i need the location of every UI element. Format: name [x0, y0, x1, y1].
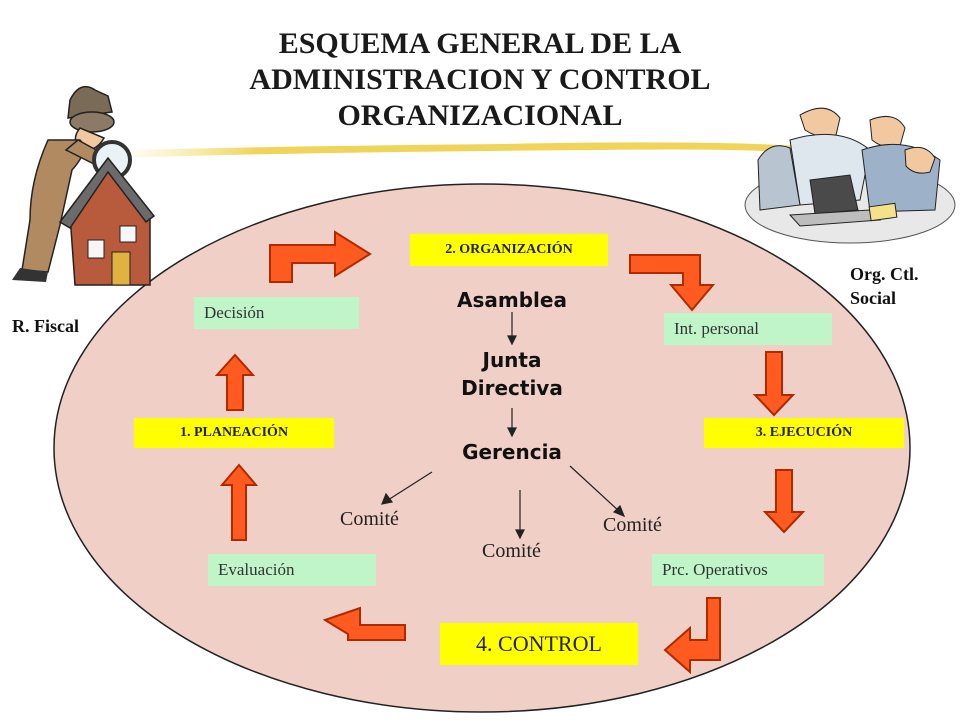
arrow-to-prc-operativos	[762, 469, 806, 534]
int-personal-box: Int. personal	[664, 313, 832, 345]
directiva-line: Directiva	[461, 376, 563, 400]
arrow-to-ejecucion	[752, 351, 796, 417]
gerencia-label: Gerencia	[462, 440, 562, 464]
control-box: 4. CONTROL	[440, 623, 638, 665]
diagram-title: ESQUEMA GENERAL DE LA ADMINISTRACION Y C…	[150, 26, 810, 134]
arrow-to-planeacion	[219, 463, 259, 541]
hierarchy-connectors	[381, 312, 626, 540]
title-line-1: ESQUEMA GENERAL DE LA	[278, 27, 682, 60]
arrow-to-decision	[214, 353, 256, 411]
comite-right: Comité	[603, 514, 662, 536]
arrow-to-control	[663, 597, 721, 675]
social-line: Social	[850, 288, 897, 308]
decision-box: Decisión	[194, 297, 359, 329]
evaluacion-box: Evaluación	[208, 554, 376, 586]
ejecucion-box: 3. EJECUCIÓN	[704, 418, 904, 448]
asamblea-label: Asamblea	[457, 288, 567, 312]
org-ctl-social-label: Org. Ctl. Social	[850, 262, 918, 310]
detective-clipart	[12, 85, 156, 286]
org-ctl-line: Org. Ctl.	[850, 264, 919, 284]
comite-left: Comité	[340, 508, 399, 530]
junta-line: Junta	[482, 348, 542, 372]
r-fiscal-label: R. Fiscal	[12, 316, 79, 336]
planeacion-box: 1. PLANEACIÓN	[134, 418, 334, 448]
junta-directiva-label: Junta Directiva	[412, 346, 612, 402]
title-line-3: ORGANIZACIONAL	[337, 99, 623, 132]
arrow-to-int-personal	[629, 254, 716, 312]
arrow-to-evaluacion	[322, 606, 406, 641]
arrow-to-organizacion	[269, 230, 372, 283]
business-team-clipart	[744, 107, 956, 244]
prc-operativos-box: Prc. Operativos	[652, 554, 824, 586]
title-underline-bar	[120, 142, 800, 158]
organizacion-box: 2. ORGANIZACIÓN	[410, 234, 608, 266]
title-line-2: ADMINISTRACION Y CONTROL	[249, 63, 711, 96]
comite-center: Comité	[482, 540, 541, 562]
